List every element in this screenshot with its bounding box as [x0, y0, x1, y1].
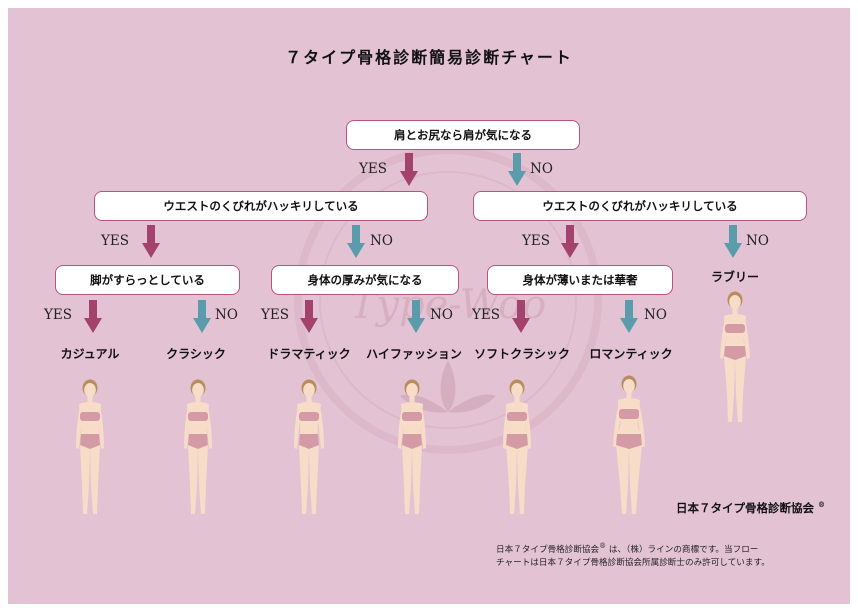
type-soft-classic: ソフトクラシック — [474, 347, 570, 361]
yes-label: YES — [472, 307, 501, 323]
no-label: NO — [215, 307, 238, 323]
no-arrow-icon — [508, 153, 526, 186]
no-label: NO — [746, 233, 769, 249]
page-title: ７タイプ骨格診断簡易診断チャート — [285, 48, 573, 67]
yes-label: YES — [101, 233, 130, 249]
no-arrow-icon — [407, 300, 425, 333]
body-figure-lovely — [720, 291, 750, 422]
body-figure-romantic — [613, 375, 645, 514]
type-lovely: ラブリー — [710, 270, 759, 284]
body-figure-soft-classic — [503, 379, 531, 514]
body-figure-classic — [184, 379, 212, 514]
yes-arrow-icon — [300, 300, 318, 333]
chart-background — [8, 8, 850, 604]
question-waist-right: ウエストのくびれがハッキリしている — [473, 191, 807, 221]
no-label: NO — [530, 161, 553, 177]
question-waist-left: ウエストのくびれがハッキリしている — [94, 191, 428, 221]
association-name: 日本７タイプ骨格診断協会 ® — [676, 500, 826, 515]
yes-arrow-icon — [561, 225, 579, 258]
no-label: NO — [430, 307, 453, 323]
no-label: NO — [644, 307, 667, 323]
type-casual: カジュアル — [60, 347, 120, 361]
yes-label: YES — [261, 307, 290, 323]
yes-arrow-icon — [400, 153, 418, 186]
type-romantic: ロマンティック — [589, 347, 673, 361]
type-high-fashion: ハイファッション — [366, 347, 462, 361]
yes-label: YES — [44, 307, 73, 323]
question-shoulder-hip: 肩とお尻なら肩が気になる — [346, 120, 580, 150]
type-dramatic: ドラマティック — [267, 347, 351, 361]
yes-arrow-icon — [512, 300, 530, 333]
body-figure-casual — [76, 379, 104, 514]
body-figure-high-fashion — [398, 379, 426, 514]
yes-label: YES — [522, 233, 551, 249]
trademark-notice: 日本７タイプ骨格診断協会® は、（株）ラインの商標です。当フロー チャートは日本… — [496, 540, 770, 570]
trademark-line-1: 日本７タイプ骨格診断協会® は、（株）ラインの商標です。当フロー — [496, 542, 759, 555]
no-arrow-icon — [347, 225, 365, 258]
question-legs: 脚がすらっとしている — [55, 265, 240, 295]
question-body-thickness: 身体の厚みが気になる — [271, 265, 459, 295]
question-body-thin: 身体が薄いまたは華奢 — [487, 265, 673, 295]
trademark-line-2: チャートは日本７タイプ骨格診断協会所属診断士のみ許可しています。 — [496, 557, 770, 568]
yes-label: YES — [359, 161, 388, 177]
type-classic: クラシック — [166, 347, 226, 361]
yes-arrow-icon — [142, 225, 160, 258]
no-label: NO — [370, 233, 393, 249]
no-arrow-icon — [620, 300, 638, 333]
yes-arrow-icon — [84, 300, 102, 333]
body-figure-dramatic — [294, 379, 324, 514]
no-arrow-icon — [724, 225, 742, 258]
no-arrow-icon — [193, 300, 211, 333]
